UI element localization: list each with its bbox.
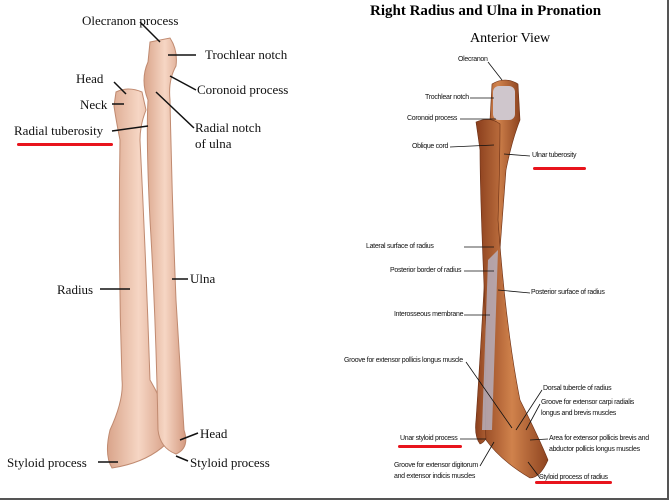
right-leader-lines	[449, 61, 549, 479]
label-coronoid-process-r: Coronoid process	[407, 115, 458, 122]
trochlear-notch-surface	[493, 86, 515, 120]
label-ulna: Ulna	[190, 271, 216, 286]
label-olecranon-process: Olecranon process	[82, 13, 179, 28]
label-ulna-styloid: Styloid process	[190, 455, 270, 470]
highlight-underline-ulnar-styloid	[398, 445, 462, 448]
label-radial-notch: Radial notch	[195, 120, 262, 135]
diagram-subtitle: Anterior View	[470, 31, 551, 46]
highlight-underline-radial-tuberosity	[17, 143, 113, 146]
label-coronoid-process: Coronoid process	[197, 82, 289, 97]
label-posterior-surface: Posterior surface of radius	[531, 289, 605, 296]
highlight-underline-ulnar-tuberosity	[533, 167, 586, 170]
label-lateral-surface: Lateral surface of radius	[366, 243, 434, 250]
highlight-underline-radius-styloid	[535, 481, 612, 484]
label-interosseous-membrane: Interosseous membrane	[394, 311, 464, 318]
label-radius-styloid: Styloid process	[7, 455, 87, 470]
label-groove-epl: Groove for extensor pollicis longus musc…	[344, 357, 463, 364]
label-ulnar-styloid: Unar styloid process	[400, 435, 458, 442]
label-groove-ed-2: and extensor indicis muscles	[394, 473, 476, 480]
label-posterior-border: Posterior border of radius	[390, 267, 462, 274]
label-groove-ecr-2: longus and brevis muscles	[541, 410, 616, 417]
label-trochlear-notch: Trochlear notch	[205, 47, 288, 62]
label-of-ulna: of ulna	[195, 136, 232, 151]
label-dorsal-tubercle: Dorsal tubercle of radius	[543, 385, 612, 392]
diagram-title: Right Radius and Ulna in Pronation	[370, 3, 602, 19]
label-radius: Radius	[57, 282, 94, 297]
left-radius-bone	[106, 88, 171, 469]
label-groove-ed-1: Groove for extensor digitorum	[394, 462, 478, 469]
label-oblique-cord: Oblique cord	[412, 143, 449, 150]
label-area-epb-2: abductor pollicis longus muscles	[549, 446, 640, 453]
left-ulna-bone	[143, 37, 187, 455]
label-groove-ecr-1: Groove for extensor carpi radialis	[541, 399, 634, 406]
label-olecranon: Olecranon	[458, 56, 488, 63]
label-radial-tuberosity: Radial tuberosity	[14, 123, 104, 138]
label-radius-head: Head	[76, 71, 104, 86]
label-area-epb-1: Area for extensor pollicis brevis and	[549, 435, 649, 442]
label-ulnar-tuberosity: Ulnar tuberosity	[532, 152, 577, 159]
left-leader-lines	[98, 21, 199, 463]
label-ulna-head: Head	[200, 426, 228, 441]
interosseous-membrane	[482, 250, 498, 430]
label-radius-styloid-r: Styloid process of radius	[539, 474, 608, 481]
label-trochlear-notch-r: Trochlear notch	[425, 94, 469, 101]
label-neck: Neck	[80, 97, 108, 112]
